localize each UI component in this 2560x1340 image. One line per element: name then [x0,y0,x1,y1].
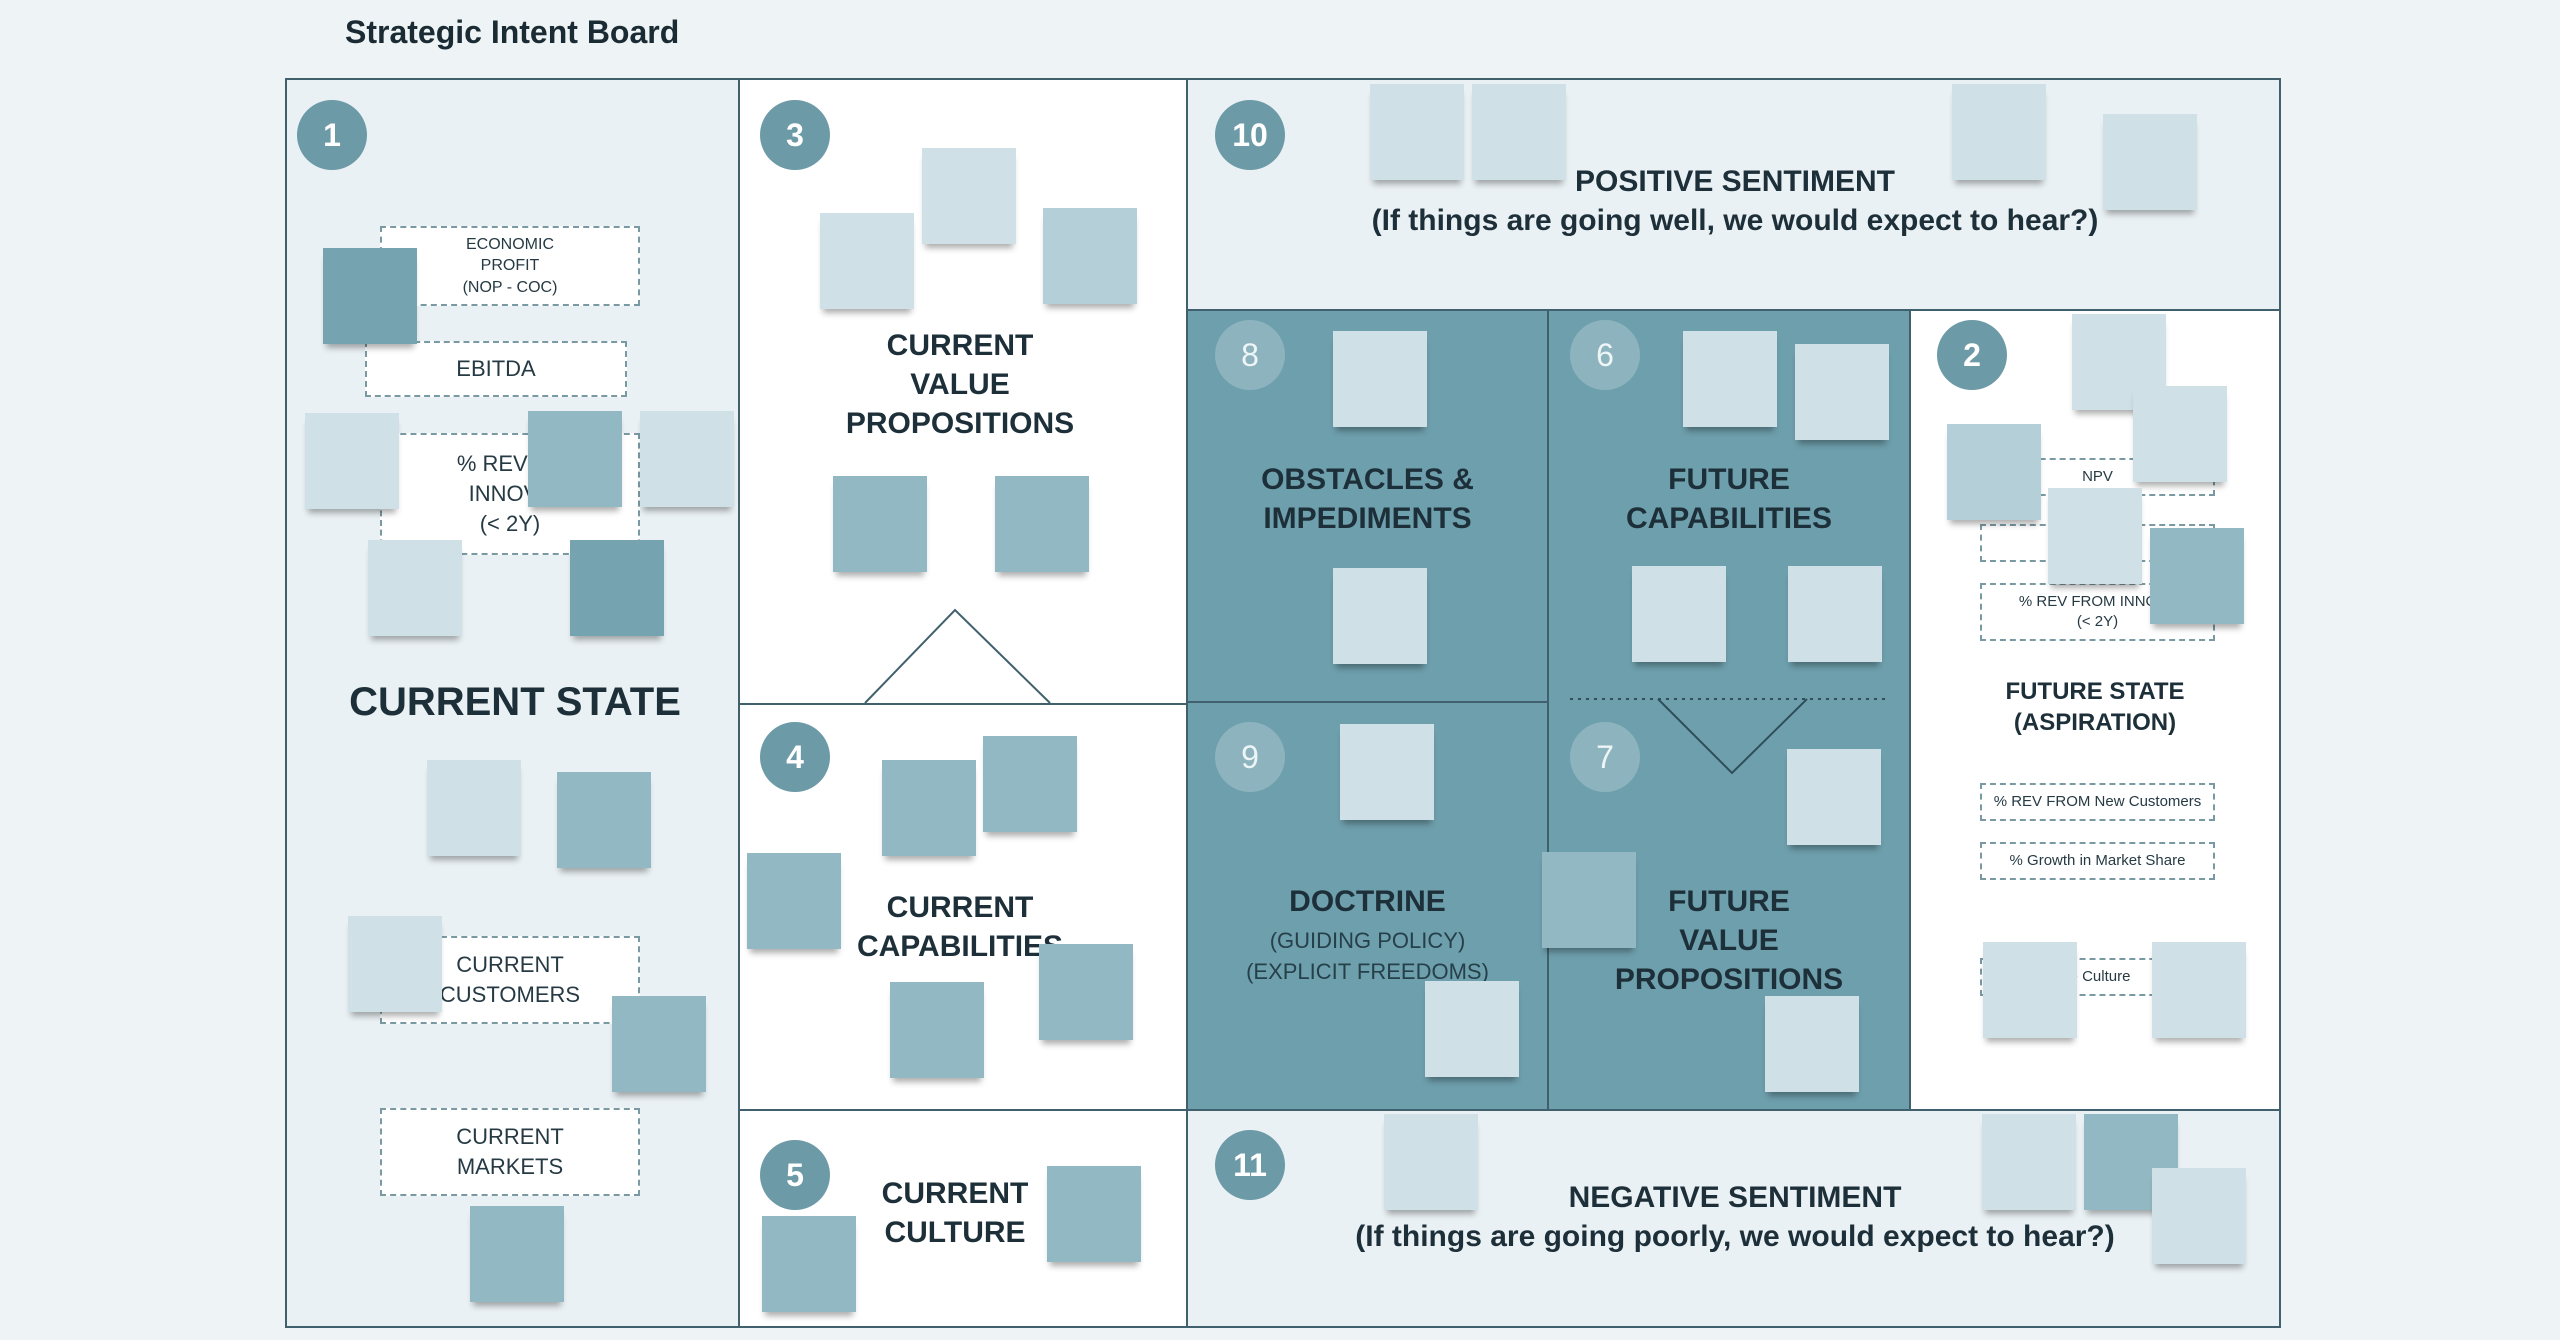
sticky-note[interactable] [1043,208,1137,304]
sticky-note[interactable] [1333,331,1427,427]
sticky-note[interactable] [1632,566,1726,662]
current-value-propositions-title: CURRENT VALUE PROPOSITIONS [845,329,1075,440]
sticky-note[interactable] [2152,1168,2246,1264]
positive-sentiment-title: POSITIVE SENTIMENT (If things are going … [1371,165,2099,237]
sticky-note[interactable] [762,1216,856,1312]
sticky-note[interactable] [612,996,706,1092]
sticky-note[interactable] [1788,566,1882,662]
sticky-note[interactable] [2150,528,2244,624]
sticky-note[interactable] [368,540,462,636]
sticky-note[interactable] [570,540,664,636]
sticky-note[interactable] [922,148,1016,244]
section-number-6: 6 [1570,320,1640,390]
tag-ebitda[interactable]: EBITDA [365,341,627,397]
sticky-note[interactable] [995,476,1089,572]
sticky-note[interactable] [1765,996,1859,1092]
sticky-note[interactable] [1333,568,1427,664]
sticky-note[interactable] [820,213,914,309]
sticky-note[interactable] [1370,84,1464,180]
section-number-7: 7 [1570,722,1640,792]
sticky-note[interactable] [983,736,1077,832]
sticky-note[interactable] [1542,852,1636,948]
sticky-note[interactable] [305,413,399,509]
sticky-note[interactable] [1982,1114,2076,1210]
tag-current-markets[interactable]: CURRENT MARKETS [380,1108,640,1196]
sticky-note[interactable] [1472,84,1566,180]
sticky-note[interactable] [1952,84,2046,180]
sticky-note[interactable] [1384,1114,1478,1210]
current-capabilities-title: CURRENT CAPABILITIES [856,891,1064,963]
sticky-note[interactable] [747,853,841,949]
sticky-note[interactable] [890,982,984,1078]
sticky-note[interactable] [1947,424,2041,520]
sticky-note[interactable] [882,760,976,856]
sticky-note[interactable] [1039,944,1133,1040]
sticky-note[interactable] [1683,331,1777,427]
sticky-note[interactable] [323,248,417,344]
doctrine-title: DOCTRINE [1289,885,1446,918]
section-number-1: 1 [297,100,367,170]
sticky-note[interactable] [1795,344,1889,440]
region-positive-sentiment[interactable] [1186,78,2281,311]
sticky-note[interactable] [1425,981,1519,1077]
sticky-note[interactable] [1983,942,2077,1038]
section-number-5: 5 [760,1140,830,1210]
section-number-9: 9 [1215,722,1285,792]
current-state-title: CURRENT STATE [349,680,681,724]
section-number-8: 8 [1215,320,1285,390]
sticky-note[interactable] [557,772,651,868]
current-culture-title: CURRENT CULTURE [881,1177,1029,1249]
doctrine-subtitle: (GUIDING POLICY) (EXPLICIT FREEDOMS) [1246,928,1489,984]
sticky-note[interactable] [1787,749,1881,845]
sticky-note[interactable] [427,760,521,856]
tag-growth-market-share[interactable]: % Growth in Market Share [1980,842,2215,880]
sticky-note[interactable] [2152,942,2246,1038]
tag-economic-profit[interactable]: ECONOMIC PROFIT (NOP - COC) [380,226,640,306]
future-state-title: FUTURE STATE (ASPIRATION) [2005,678,2185,737]
sticky-note[interactable] [833,476,927,572]
sticky-note[interactable] [2048,488,2142,584]
sticky-note[interactable] [2133,386,2227,482]
board-divider-lines [864,608,1890,775]
sticky-note[interactable] [470,1206,564,1302]
board-title: Strategic Intent Board [345,14,680,50]
future-capabilities-title: FUTURE CAPABILITIES [1625,463,1833,535]
sticky-note[interactable] [1340,724,1434,820]
section-number-2: 2 [1937,320,2007,390]
section-number-3: 3 [760,100,830,170]
section-number-4: 4 [760,722,830,792]
section-number-11: 11 [1215,1130,1285,1200]
negative-sentiment-title: NEGATIVE SENTIMENT (If things are going … [1355,1181,2115,1253]
section-number-10: 10 [1215,100,1285,170]
obstacles-title: OBSTACLES & IMPEDIMENTS [1261,463,1474,535]
sticky-note[interactable] [1047,1166,1141,1262]
sticky-note[interactable] [2103,114,2197,210]
tag-rev-new-customers[interactable]: % REV FROM New Customers [1980,783,2215,821]
sticky-note[interactable] [640,411,734,507]
sticky-note[interactable] [528,411,622,507]
sticky-note[interactable] [348,916,442,1012]
future-value-propositions-title: FUTURE VALUE PROPOSITIONS [1614,885,1844,996]
strategic-intent-board: 1 3 10 8 6 2 4 9 7 5 11 CURRENT STATE CU… [285,78,2281,1328]
